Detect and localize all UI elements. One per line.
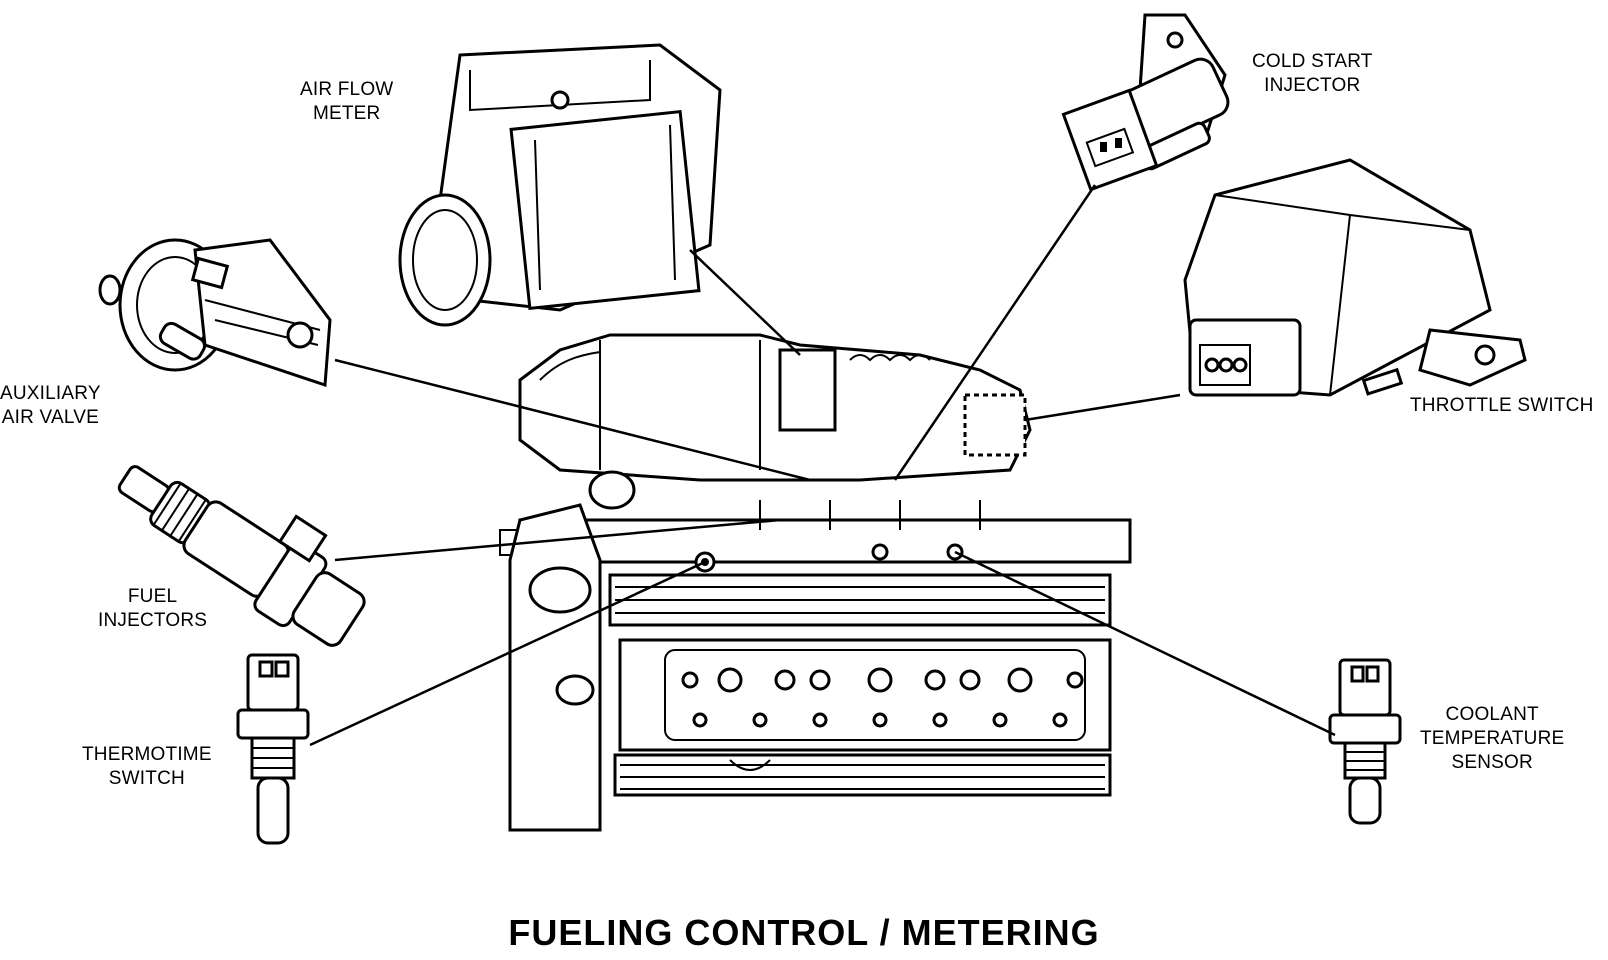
label-fuel-injectors: FUEL INJECTORS: [98, 586, 208, 631]
cam-cover-bolts: [681, 667, 1084, 728]
leader-cold-start-injector: [893, 184, 1097, 481]
leader-lines: [309, 184, 1336, 747]
label-auxiliary-air-valve: AUXILIARY AIR VALVE: [0, 383, 101, 428]
throttle-switch-part: [1183, 158, 1527, 397]
leader-air-flow-meter: [689, 249, 801, 356]
diagram-title: FUELING CONTROL / METERING: [508, 912, 1100, 953]
cold-start-injector-part: [1061, 13, 1230, 192]
leader-thermotime-switch: [309, 560, 706, 747]
label-throttle-switch: THROTTLE SWITCH: [1410, 395, 1594, 416]
leader-auxiliary-air-valve: [334, 358, 811, 482]
leader-throttle-switch: [1024, 393, 1181, 422]
label-cold-start-injector: COLD START INJECTOR: [1252, 51, 1373, 96]
label-thermotime-switch: THERMOTIME SWITCH: [82, 744, 212, 789]
thermotime-switch-part: [236, 653, 310, 845]
engine-illustration: [499, 333, 1132, 832]
fuel-injector-part: [117, 465, 366, 647]
air-flow-meter-part: [398, 43, 722, 327]
auxiliary-air-valve-part: [98, 238, 332, 388]
label-coolant-temperature-sensor: COOLANT TEMPERATURE SENSOR: [1420, 704, 1565, 773]
leader-coolant-sensor: [954, 550, 1336, 737]
leader-fuel-injectors: [334, 518, 781, 562]
label-air-flow-meter: AIR FLOW METER: [300, 79, 394, 124]
coolant-sensor-part: [1328, 658, 1402, 825]
